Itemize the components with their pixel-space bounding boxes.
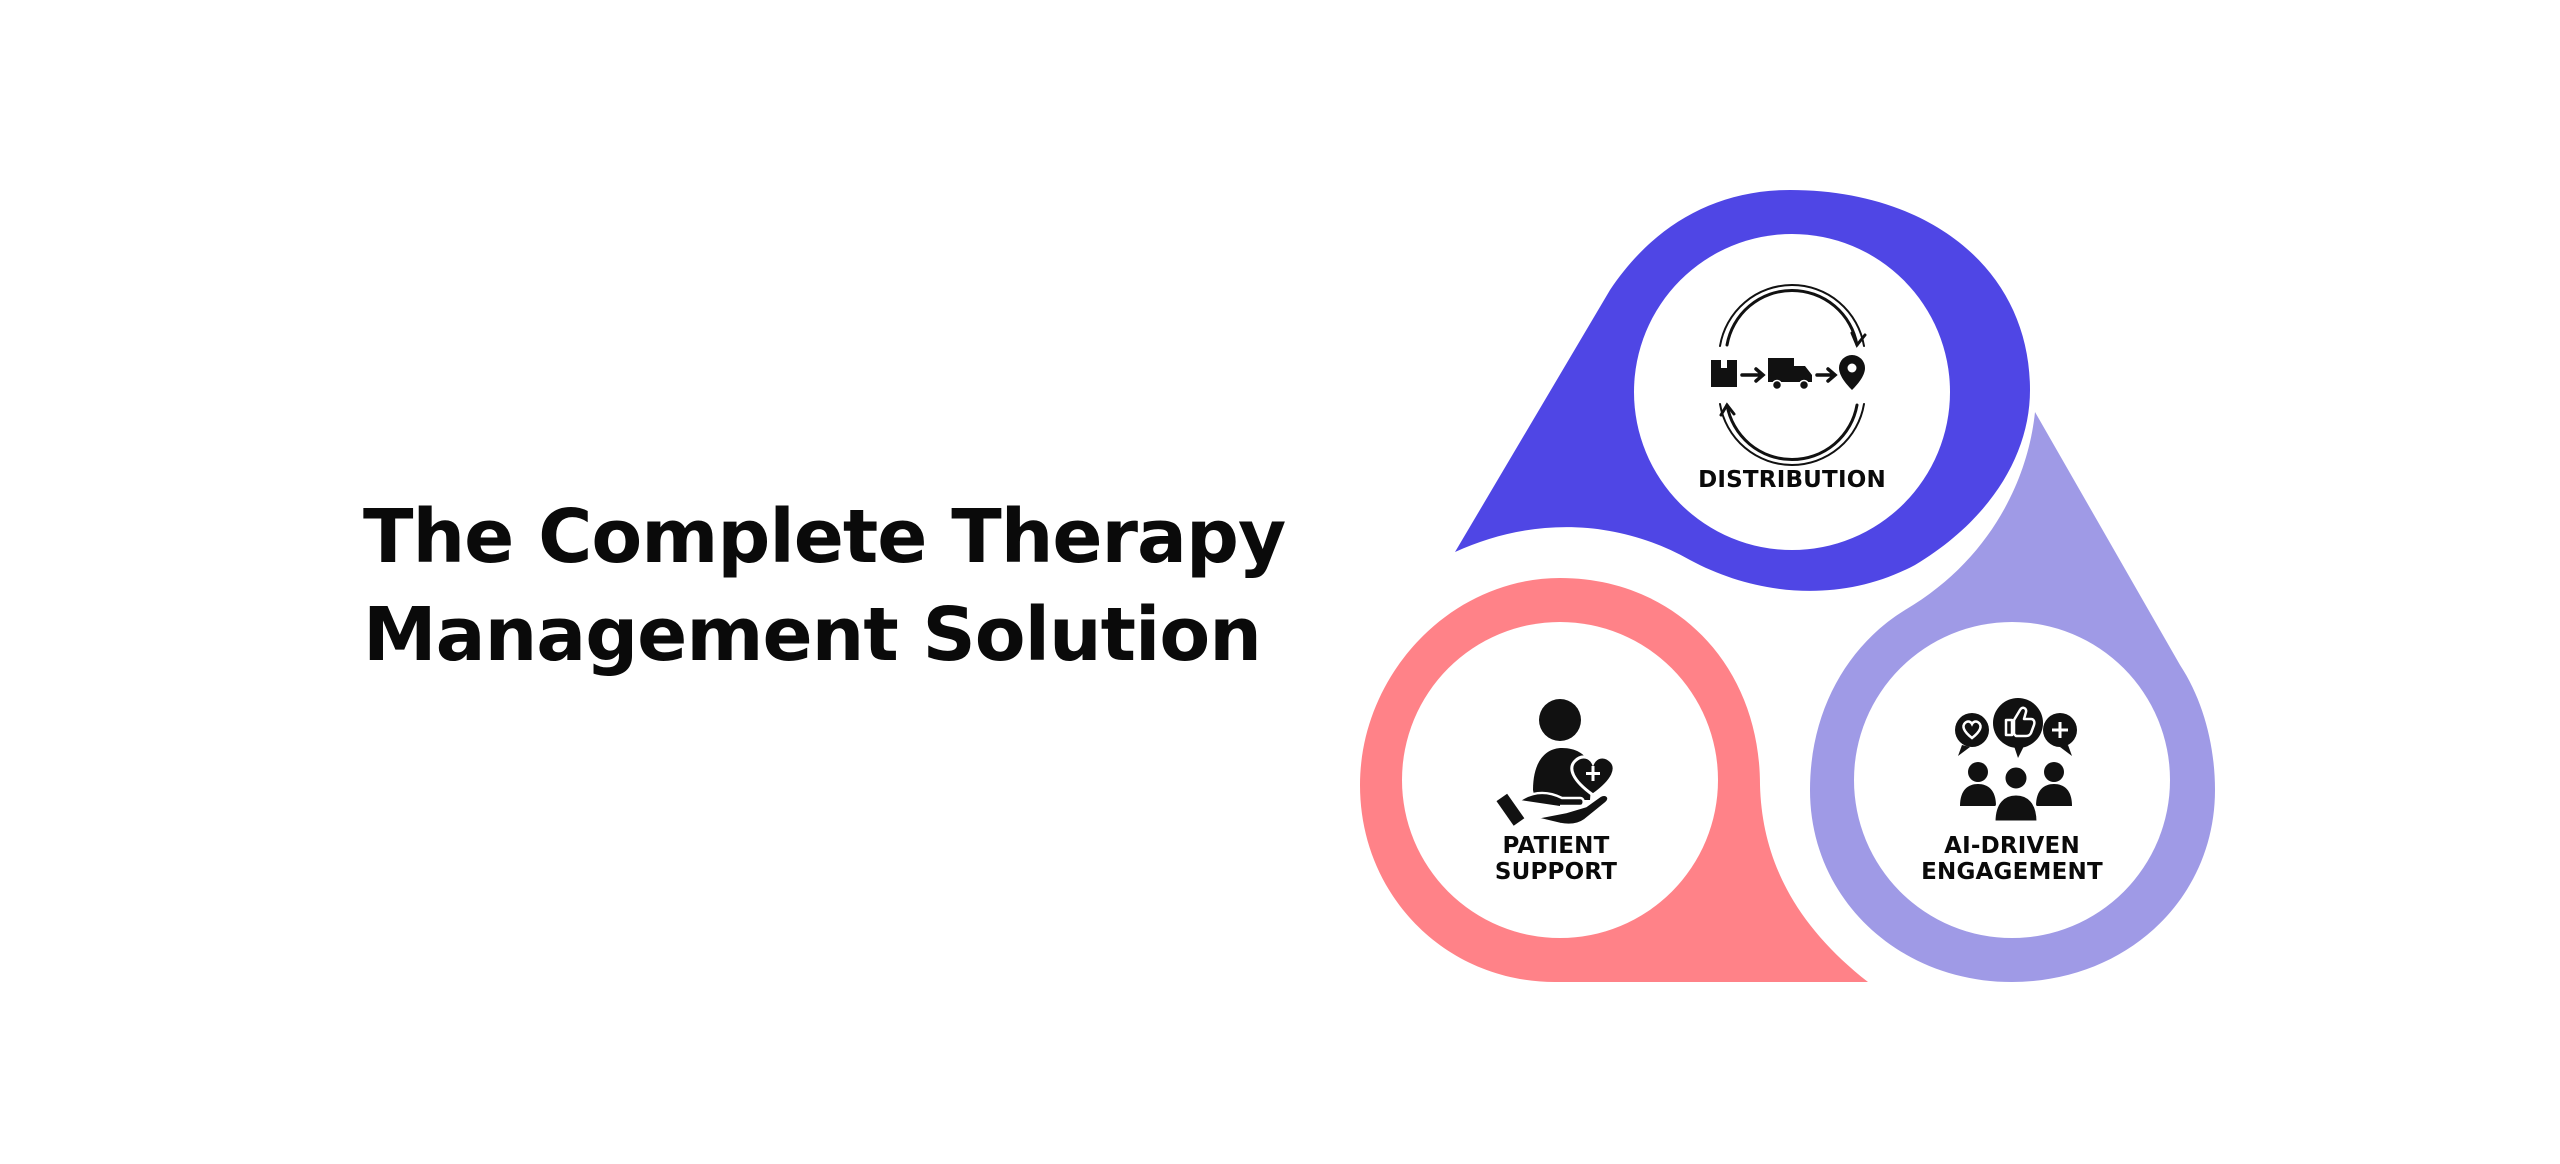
ai-engagement-node: AI-DRIVEN ENGAGEMENT xyxy=(1810,412,2215,982)
caring-hand-person-icon xyxy=(1496,699,1616,827)
community-feedback-icon xyxy=(1955,698,2077,824)
ai-engagement-label-line-1: AI-DRIVEN xyxy=(1944,833,2080,859)
logistics-cycle-icon xyxy=(1711,284,1867,466)
page-title: The Complete Therapy Management Solution xyxy=(363,488,1286,684)
distribution-node: DISTRIBUTION xyxy=(1455,190,2030,591)
ai-engagement-label-line-2: ENGAGEMENT xyxy=(1921,859,2103,885)
title-line-1: The Complete Therapy xyxy=(363,494,1286,580)
patient-support-label-line-2: SUPPORT xyxy=(1495,859,1617,885)
patient-support-label-line-1: PATIENT xyxy=(1502,833,1609,859)
distribution-label: DISTRIBUTION xyxy=(1698,467,1886,493)
title-line-2: Management Solution xyxy=(363,592,1262,678)
patient-support-node: PATIENT SUPPORT xyxy=(1360,578,1868,982)
distribution-inner-circle xyxy=(1634,234,1950,550)
